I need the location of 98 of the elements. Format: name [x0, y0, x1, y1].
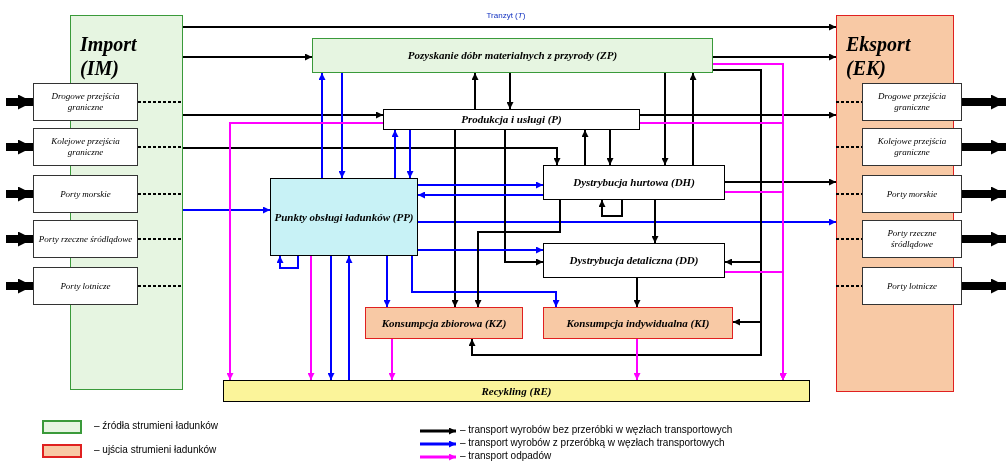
arrow	[383, 255, 391, 308]
block-arrow	[962, 139, 1006, 155]
node-label: Produkcja i usługi (P)	[460, 113, 563, 126]
arrow	[633, 338, 641, 381]
arrow	[417, 191, 544, 199]
dotted-line	[835, 285, 863, 287]
arrow	[411, 255, 560, 308]
dotted-line	[835, 238, 863, 240]
panel-title: Eksport (EK)	[845, 32, 912, 80]
dotted-line	[835, 193, 863, 195]
crossing-box	[33, 83, 138, 121]
arrow	[276, 255, 299, 269]
dotted-line	[137, 146, 184, 148]
block-arrow	[962, 186, 1006, 202]
arrow	[724, 178, 837, 186]
block-arrow	[962, 278, 1006, 294]
node-label: Porty lotnicze	[885, 280, 939, 292]
legend-label: – transport wyrobów bez przeróbki w węzłach transportowych	[460, 424, 733, 435]
dotted-line	[137, 101, 184, 103]
arrow	[504, 129, 544, 266]
arrow	[307, 255, 315, 381]
node-label: Konsumpcja zbiorowa (KZ)	[380, 316, 508, 330]
legend-label: – ujścia strumieni ładunków	[94, 444, 217, 455]
node-label: Pozyskanie dóbr materialnych z przyrody (ZP)	[406, 49, 619, 62]
node-label: Porty lotnicze	[59, 280, 112, 292]
block-arrow	[962, 231, 1006, 247]
node-label: Porty rzeczne śródlądowe	[37, 233, 134, 245]
edge-label: Tranzyt (T)	[484, 11, 528, 20]
node-label: Punkty obsługi ładunków (PP)	[273, 210, 415, 224]
arrow	[474, 199, 561, 308]
process-box	[383, 109, 640, 130]
consumption-box	[543, 307, 733, 339]
crossing-box	[33, 128, 138, 166]
node-label: Porty morskie	[59, 188, 112, 200]
dotted-line	[137, 193, 184, 195]
arrow	[345, 255, 353, 381]
node-label: Porty rzeczne śródlądowe	[886, 228, 938, 250]
node-label: Drogowe przejścia graniczne	[877, 91, 947, 113]
arrow	[406, 129, 414, 179]
process-box	[543, 243, 725, 278]
crossing-box	[33, 175, 138, 213]
arrow	[689, 72, 697, 166]
crossing-box	[33, 267, 138, 305]
arrow	[724, 271, 787, 381]
node-label: Porty morskie	[885, 188, 939, 200]
dotted-line	[137, 238, 184, 240]
legend-label: – transport odpadów	[460, 450, 552, 461]
crossing-box	[862, 220, 962, 258]
crossing-box	[862, 128, 962, 166]
block-arrow	[962, 94, 1006, 110]
dotted-line	[835, 146, 863, 148]
arrow	[226, 122, 384, 381]
arrow	[506, 72, 514, 110]
handling-box	[270, 178, 418, 256]
arrow	[598, 199, 623, 217]
arrow	[182, 147, 561, 166]
arrow	[182, 206, 271, 214]
node-label: Dystrybucja hurtowa (DH)	[572, 176, 696, 189]
recycling-bar	[223, 380, 810, 402]
arrow	[468, 69, 762, 356]
arrow	[417, 218, 837, 226]
arrow	[639, 111, 837, 119]
arrow	[633, 277, 641, 308]
arrow	[182, 23, 837, 31]
arrow	[318, 72, 326, 179]
arrow	[338, 72, 346, 179]
crossing-box	[862, 175, 962, 213]
arrow	[661, 72, 669, 166]
panel-title: Import (IM)	[79, 32, 138, 80]
arrow	[712, 53, 837, 61]
arrow	[417, 181, 544, 189]
arrow	[651, 199, 659, 244]
node-label: Recykling (RE)	[480, 384, 553, 398]
arrow	[451, 129, 459, 308]
arrow	[417, 246, 544, 254]
crossing-box	[862, 267, 962, 305]
arrow	[581, 129, 589, 166]
node-label: Dystrybucja detaliczna (DD)	[568, 254, 700, 267]
legend-label: – źródła strumieni ładunków	[94, 420, 218, 431]
arrow	[391, 129, 399, 179]
arrow	[388, 338, 396, 381]
node-label: Kolejowe przejścia graniczne	[876, 136, 948, 158]
arrow	[471, 72, 479, 110]
arrow	[327, 255, 335, 381]
consumption-box	[365, 307, 523, 339]
arrow	[182, 53, 313, 61]
arrow	[606, 129, 614, 166]
arrow	[182, 111, 384, 119]
process-box	[543, 165, 725, 200]
node-label: Konsumpcja indywidualna (KI)	[565, 316, 711, 330]
node-label: Drogowe przejścia graniczne	[50, 91, 121, 113]
dotted-line	[835, 101, 863, 103]
crossing-box	[33, 220, 138, 258]
legend-label: – transport wyrobów z przeróbką w węzłach transportowych	[460, 437, 725, 448]
node-label: Kolejowe przejścia graniczne	[50, 136, 121, 158]
dotted-line	[137, 285, 184, 287]
crossing-box	[862, 83, 962, 121]
source-box	[312, 38, 713, 73]
